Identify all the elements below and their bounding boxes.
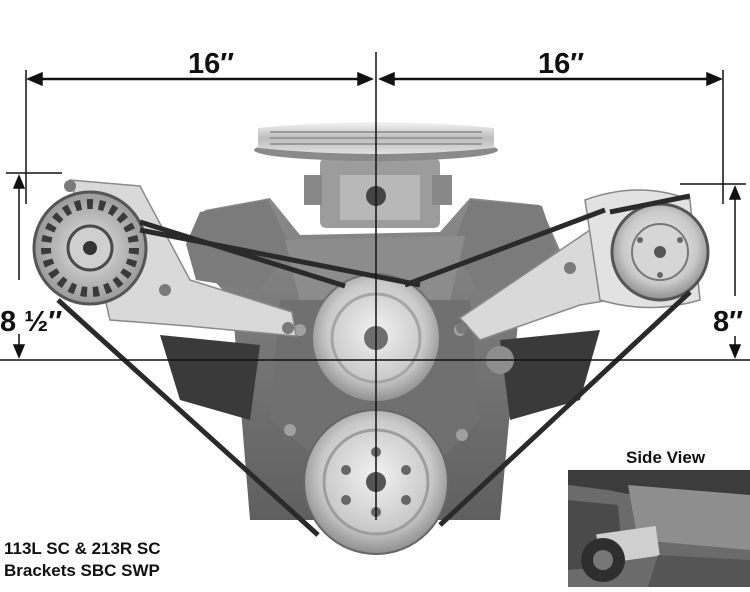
alternator (32, 190, 148, 306)
ac-compressor (584, 189, 710, 309)
caption-line-1: 113L SC & 213R SC (4, 539, 161, 558)
product-caption: 113L SC & 213R SC Brackets SBC SWP (4, 538, 161, 582)
dimension-lines (0, 52, 750, 520)
dimension-left-height: 8 ½″ (0, 306, 63, 338)
drive-belts (56, 193, 692, 537)
dimension-right-height: 8″ (713, 306, 744, 338)
side-view-photo (568, 470, 750, 587)
carburetor (304, 158, 452, 228)
side-view-inset (568, 470, 750, 587)
dimension-top-right: 16″ (538, 48, 585, 80)
caption-line-2: Brackets SBC SWP (4, 561, 160, 580)
dimension-top-left: 16″ (188, 48, 235, 80)
side-view-title: Side View (626, 448, 706, 467)
